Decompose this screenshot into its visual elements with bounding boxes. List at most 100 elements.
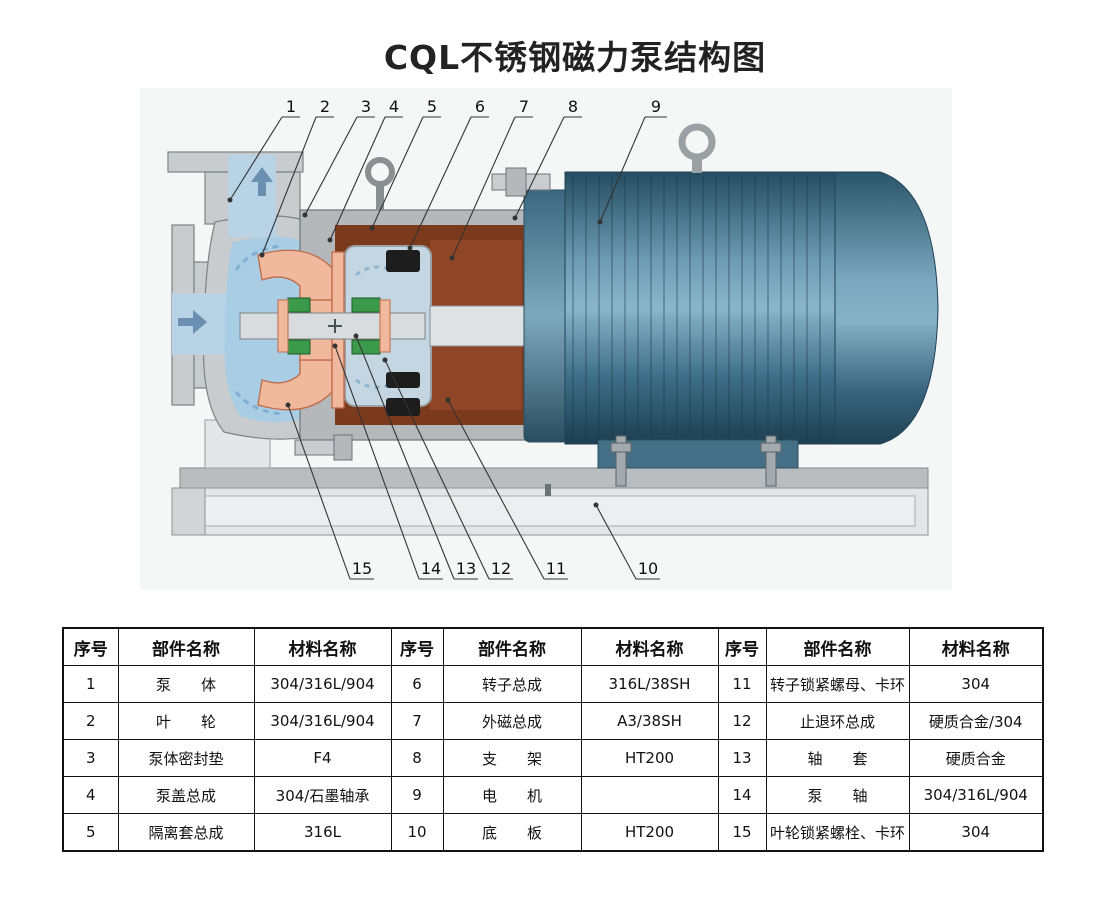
eye-bolt-motor — [678, 123, 716, 173]
header-material: 材料名称 — [253, 627, 392, 666]
cell-seq: 10 — [390, 813, 444, 852]
svg-text:2: 2 — [320, 97, 330, 116]
cell-part-name: 泵盖总成 — [117, 776, 255, 814]
header-material: 材料名称 — [580, 627, 719, 666]
cell-material: 硬质合金/304 — [908, 702, 1044, 740]
eye-bolt-cover — [365, 157, 395, 210]
callout-14: 14 — [332, 343, 443, 580]
cell-material: 316L — [253, 813, 392, 852]
motor-flange — [523, 189, 571, 443]
svg-text:10: 10 — [638, 559, 658, 578]
cell-part-name: 泵 体 — [117, 665, 255, 703]
cell-part-name: 隔离套总成 — [117, 813, 255, 852]
header-part-name: 部件名称 — [442, 627, 582, 666]
cell-seq: 12 — [717, 702, 767, 740]
cell-material: A3/38SH — [580, 702, 719, 740]
right-arrow-icon — [178, 310, 207, 334]
table-header-row: 序号部件名称材料名称序号部件名称材料名称序号部件名称材料名称 — [62, 627, 1044, 666]
header-seq: 序号 — [717, 627, 767, 666]
foot-bolts — [610, 435, 782, 487]
cell-part-name: 轴 套 — [765, 739, 910, 777]
cell-material: 316L/38SH — [580, 665, 719, 703]
cell-part-name: 叶轮锁紧螺栓、卡环 — [765, 813, 910, 852]
svg-text:12: 12 — [491, 559, 511, 578]
cell-seq: 14 — [717, 776, 767, 814]
cell-part-name: 外磁总成 — [442, 702, 582, 740]
callout-2: 2 — [259, 97, 334, 258]
callout-13: 13 — [353, 333, 478, 580]
callout-15: 15 — [285, 402, 374, 580]
cell-seq: 6 — [390, 665, 444, 703]
cell-seq: 5 — [62, 813, 119, 852]
callout-3: 3 — [302, 97, 375, 218]
header-part-name: 部件名称 — [765, 627, 910, 666]
callout-7: 7 — [449, 97, 533, 261]
cell-seq: 1 — [62, 665, 119, 703]
cell-material: 304 — [908, 665, 1044, 703]
callout-5: 5 — [369, 97, 441, 231]
cell-seq: 13 — [717, 739, 767, 777]
callout-1: 1 — [227, 97, 300, 203]
cell-material: 304/316L/904 — [908, 776, 1044, 814]
svg-text:5: 5 — [427, 97, 437, 116]
shaft-center-mark — [328, 319, 342, 333]
motor-fins — [572, 176, 830, 440]
header-part-name: 部件名称 — [117, 627, 255, 666]
cell-material — [580, 776, 719, 814]
callout-6: 6 — [407, 97, 489, 251]
svg-text:15: 15 — [352, 559, 372, 578]
svg-text:13: 13 — [456, 559, 476, 578]
cell-part-name: 泵 轴 — [765, 776, 910, 814]
cell-part-name: 支 架 — [442, 739, 582, 777]
cell-material: 304/石墨轴承 — [253, 776, 392, 814]
pump-structure-diagram: 1 2 3 4 5 6 7 8 9 15 14 13 — [167, 97, 939, 580]
cell-part-name: 电 机 — [442, 776, 582, 814]
callout-9: 9 — [597, 97, 667, 225]
callout-12: 12 — [382, 357, 513, 580]
cell-material: 304/316L/904 — [253, 665, 392, 703]
callout-8: 8 — [512, 97, 582, 221]
bracket-bolt-top — [491, 167, 551, 197]
header-seq: 序号 — [390, 627, 444, 666]
motor-fan-cover — [834, 171, 939, 445]
callout-11: 11 — [445, 397, 568, 580]
cell-material: 304/316L/904 — [253, 702, 392, 740]
cell-seq: 4 — [62, 776, 119, 814]
svg-text:11: 11 — [546, 559, 566, 578]
cell-seq: 11 — [717, 665, 767, 703]
header-material: 材料名称 — [908, 627, 1044, 666]
cell-material: HT200 — [580, 739, 719, 777]
svg-text:14: 14 — [421, 559, 441, 578]
svg-text:7: 7 — [519, 97, 529, 116]
svg-text:6: 6 — [475, 97, 485, 116]
header-seq: 序号 — [62, 627, 119, 666]
cell-seq: 9 — [390, 776, 444, 814]
cell-seq: 15 — [717, 813, 767, 852]
cell-material: F4 — [253, 739, 392, 777]
svg-text:8: 8 — [568, 97, 578, 116]
callout-10: 10 — [593, 502, 660, 580]
cell-part-name: 泵体密封垫 — [117, 739, 255, 777]
rotor-magnets — [386, 250, 420, 416]
cell-part-name: 转子锁紧螺母、卡环 — [765, 665, 910, 703]
cell-part-name: 叶 轮 — [117, 702, 255, 740]
page-title: CQL不锈钢磁力泵结构图 — [383, 38, 767, 77]
impeller-lock-bolt — [294, 434, 353, 461]
cell-seq: 3 — [62, 739, 119, 777]
cell-material: 硬质合金 — [908, 739, 1044, 777]
up-arrow-icon — [251, 167, 273, 196]
cell-part-name: 止退环总成 — [765, 702, 910, 740]
svg-text:3: 3 — [361, 97, 371, 116]
cell-part-name: 底 板 — [442, 813, 582, 852]
base-plate — [171, 467, 929, 536]
cell-part-name: 转子总成 — [442, 665, 582, 703]
outlet-bore — [228, 155, 276, 237]
svg-text:4: 4 — [389, 97, 399, 116]
